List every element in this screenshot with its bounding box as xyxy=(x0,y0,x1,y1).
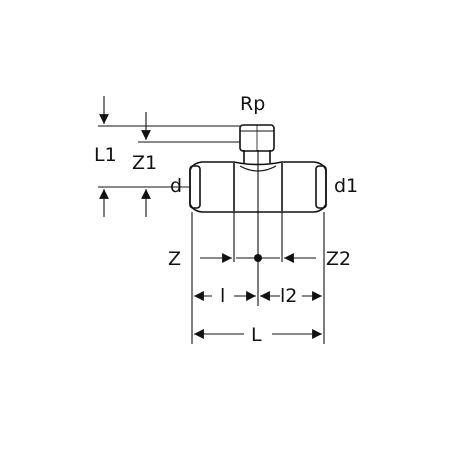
label-rp: Rp xyxy=(240,93,265,115)
label-l2: l2 xyxy=(280,285,297,307)
dimension-lines xyxy=(98,125,325,344)
pipe-body-outline xyxy=(189,161,327,213)
label-l: l xyxy=(220,285,225,307)
label-d1: d1 xyxy=(334,175,358,197)
label-L: L xyxy=(251,324,262,346)
label-z: Z xyxy=(168,248,181,270)
left-socket xyxy=(189,165,201,209)
centre-point xyxy=(254,254,262,262)
label-d: d xyxy=(170,175,182,197)
label-z2: Z2 xyxy=(326,248,351,270)
branch-neck xyxy=(243,150,271,163)
tee-fitting xyxy=(189,124,327,213)
label-z1: Z1 xyxy=(132,152,157,174)
right-socket xyxy=(315,165,327,209)
label-l1: L1 xyxy=(94,144,117,166)
